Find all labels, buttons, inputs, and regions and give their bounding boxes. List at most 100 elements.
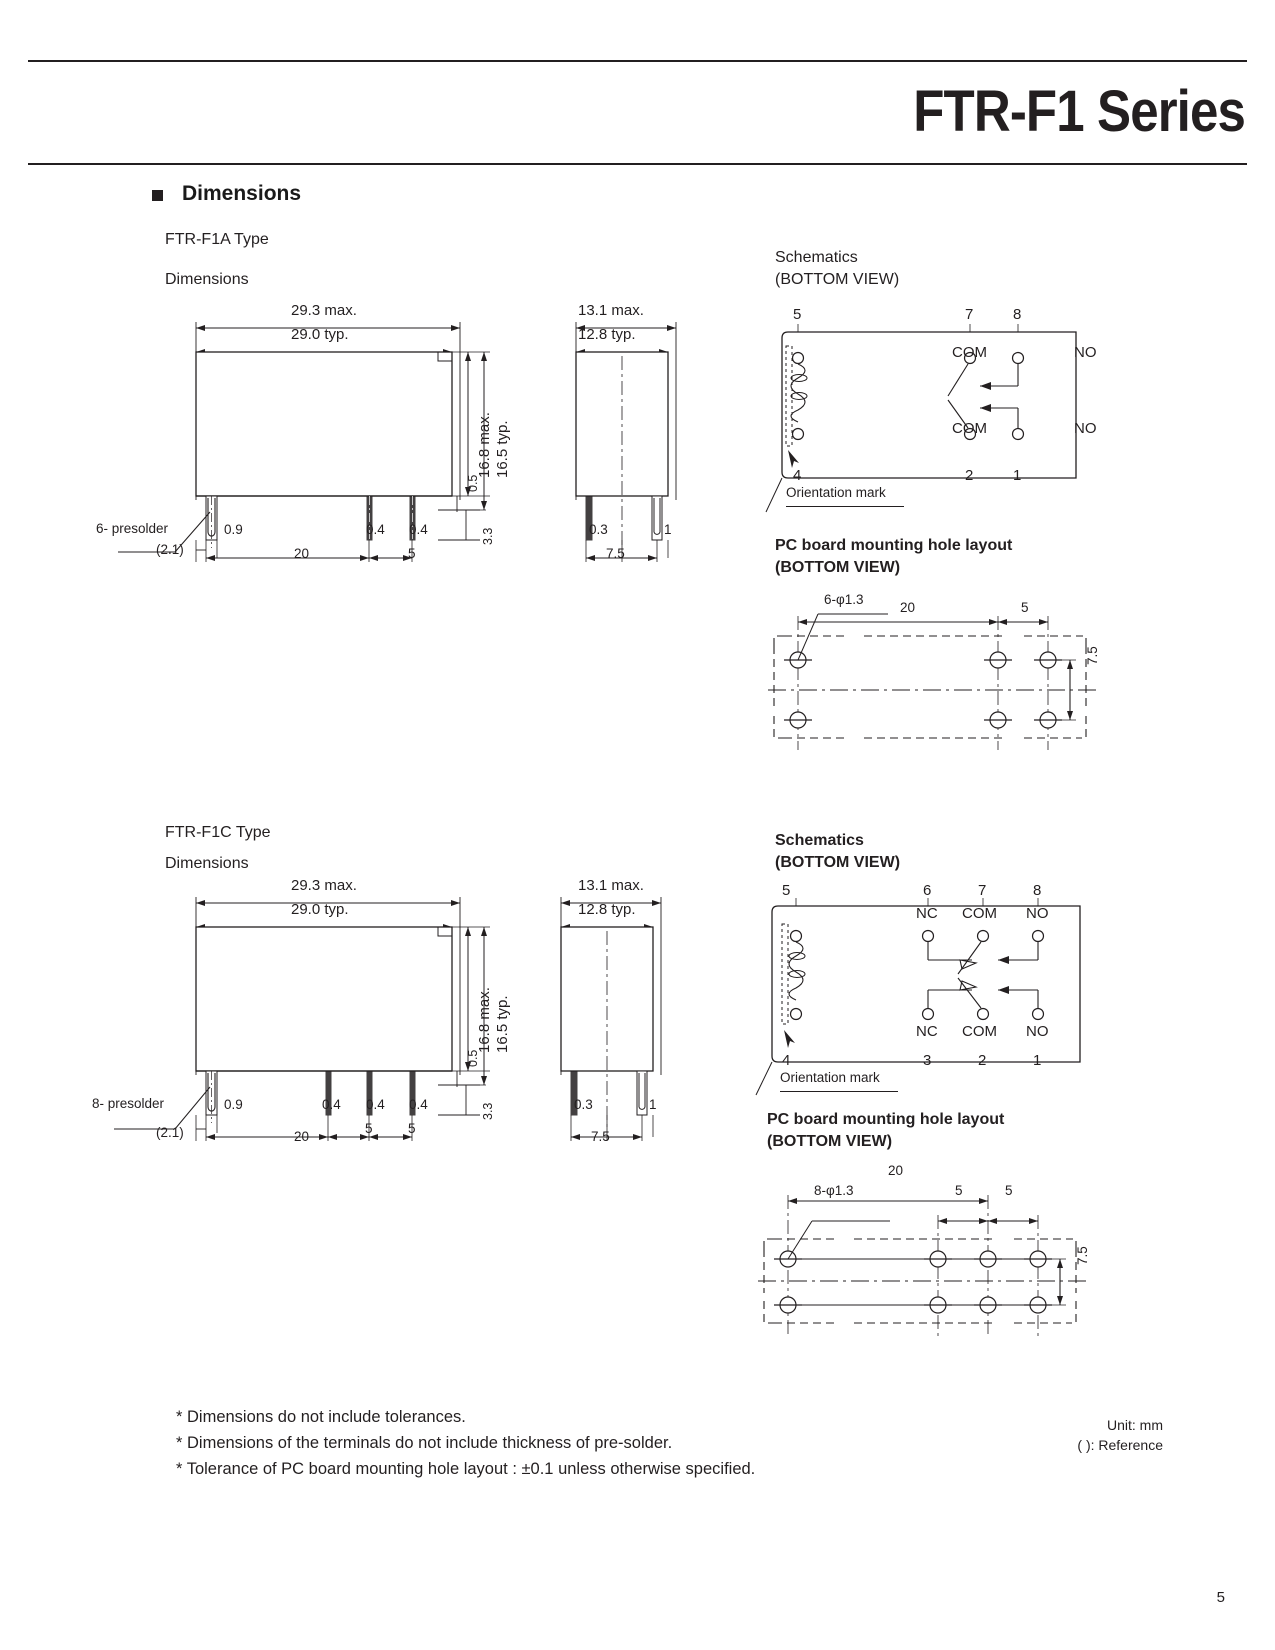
f1c-pin-bottom-3: 1 — [1033, 1052, 1042, 1069]
f1c-pin-length: 3.3 — [481, 1102, 495, 1120]
f1a-front-view-drawing — [118, 322, 490, 562]
f1c-pin-top-3: 8 — [1033, 882, 1042, 899]
f1a-side-edge-dim: 1 — [664, 522, 672, 537]
unit-note-0: Unit: mm — [1107, 1417, 1163, 1433]
f1c-pin-bottom-2: 2 — [978, 1052, 987, 1069]
f1c-pin-bottom-0: 4 — [782, 1052, 791, 1069]
f1a-width-max: 29.3 max. — [291, 302, 357, 319]
f1c-schematic-drawing — [755, 898, 1081, 1096]
f1c-pcb-dim-sub-2: 5 — [1005, 1183, 1013, 1198]
f1a-presolder-ref: (2.1) — [156, 542, 184, 557]
f1a-pcb-title-1: PC board mounting hole layout — [775, 537, 1013, 554]
f1c-contact-no-top: NO — [1026, 905, 1049, 922]
f1a-pcb-dim-vertical: 7.5 — [1085, 646, 1100, 665]
f1a-pin-bottom-0: 4 — [793, 467, 802, 484]
f1a-pin-width-2: 0.4 — [409, 522, 428, 537]
f1a-contact-no-top: NO — [1074, 344, 1097, 361]
f1a-pin-length: 3.3 — [481, 527, 495, 545]
header-rule-top — [28, 60, 1247, 62]
f1c-pcb-dim-main: 20 — [888, 1163, 904, 1178]
f1c-pin-width-3: 0.4 — [409, 1097, 428, 1112]
f1a-pcb-dim-sub: 5 — [1021, 600, 1029, 615]
f1a-pin-width-0: 0.9 — [224, 522, 243, 537]
page-number: 5 — [1216, 1589, 1225, 1606]
f1c-pcb-hole-spec: 8-φ1.3 — [814, 1183, 854, 1198]
f1a-schematic-title-2: (BOTTOM VIEW) — [775, 271, 900, 288]
f1c-pcb-dim-sub-1: 5 — [955, 1183, 963, 1198]
f1c-pin-top-0: 5 — [782, 882, 791, 899]
f1a-side-pin-width: 0.3 — [589, 522, 608, 537]
unit-note-1: ( ): Reference — [1077, 1437, 1163, 1453]
f1a-pcb-title-2: (BOTTOM VIEW) — [775, 559, 901, 576]
f1c-contact-com-top: COM — [962, 905, 997, 922]
f1c-orientation-underline — [780, 1091, 898, 1092]
f1c-pin-top-2: 7 — [978, 882, 987, 899]
f1c-side-width-typ: 12.8 typ. — [578, 901, 636, 918]
f1c-pcb-title-2: (BOTTOM VIEW) — [767, 1133, 893, 1150]
f1c-pin-bottom-1: 3 — [923, 1052, 932, 1069]
f1a-pin-top-0: 5 — [793, 306, 802, 323]
f1c-width-max: 29.3 max. — [291, 877, 357, 894]
f1c-presolder-ref: (2.1) — [156, 1125, 184, 1140]
f1a-side-width-typ: 12.8 typ. — [578, 326, 636, 343]
f1c-dimensions-label: Dimensions — [165, 855, 249, 872]
f1c-pin-width-0: 0.9 — [224, 1097, 243, 1112]
f1c-pitch-sub-1: 5 — [365, 1121, 373, 1136]
f1a-schematic-title-1: Schematics — [775, 249, 858, 266]
page-title: FTR-F1 Series — [913, 79, 1246, 144]
f1c-height-max: 16.8 max. — [476, 987, 493, 1053]
note-0: * Dimensions do not include tolerances. — [176, 1408, 466, 1426]
f1a-height-typ: 16.5 typ. — [494, 420, 511, 478]
f1c-pcb-drawing — [758, 1195, 1086, 1337]
f1c-pcb-title-1: PC board mounting hole layout — [767, 1111, 1005, 1128]
f1a-dimensions-label: Dimensions — [165, 271, 249, 288]
header-rule-bottom — [28, 163, 1247, 165]
f1c-type-label: FTR-F1C Type — [165, 824, 271, 841]
f1a-contact-com-top: COM — [952, 344, 987, 361]
f1c-contact-com-bottom: COM — [962, 1023, 997, 1040]
f1a-contact-com-bottom: COM — [952, 420, 987, 437]
f1c-width-typ: 29.0 typ. — [291, 901, 349, 918]
f1a-step-small: 0.5 — [466, 474, 480, 492]
note-2: * Tolerance of PC board mounting hole la… — [176, 1460, 756, 1478]
f1a-pitch-sub: 5 — [408, 546, 416, 561]
section-bullet-icon — [152, 190, 163, 201]
f1a-pcb-dim-main: 20 — [900, 600, 916, 615]
f1c-pitch-main: 20 — [294, 1129, 310, 1144]
f1c-pin-width-1: 0.4 — [322, 1097, 341, 1112]
f1c-schematic-title-2: (BOTTOM VIEW) — [775, 854, 901, 871]
f1c-pin-top-1: 6 — [923, 882, 932, 899]
f1a-height-max: 16.8 max. — [476, 412, 493, 478]
f1c-contact-nc-top: NC — [916, 905, 938, 922]
f1a-pcb-drawing — [768, 613, 1096, 750]
f1a-side-pitch: 7.5 — [606, 546, 625, 561]
f1c-schematic-title-1: Schematics — [775, 832, 864, 849]
f1a-pcb-hole-spec: 6-φ1.3 — [824, 592, 864, 607]
f1a-presolder-note: 6- presolder — [96, 521, 169, 536]
f1c-pin-width-2: 0.4 — [366, 1097, 385, 1112]
f1c-contact-nc-bottom: NC — [916, 1023, 938, 1040]
f1c-side-pin-width: 0.3 — [574, 1097, 593, 1112]
f1c-presolder-note: 8- presolder — [92, 1096, 165, 1111]
f1c-side-pitch: 7.5 — [591, 1129, 610, 1144]
note-1: * Dimensions of the terminals do not inc… — [176, 1434, 673, 1452]
f1a-contact-no-bottom: NO — [1074, 420, 1097, 437]
f1a-pin-bottom-1: 2 — [965, 467, 974, 484]
f1c-step-small: 0.5 — [466, 1049, 480, 1067]
f1c-side-edge-dim: 1 — [649, 1097, 657, 1112]
f1a-pin-top-1: 7 — [965, 306, 974, 323]
f1a-pin-width-1: 0.4 — [366, 522, 385, 537]
f1c-side-view-drawing — [560, 897, 662, 1141]
f1a-schematic-drawing — [765, 324, 1077, 513]
section-heading: Dimensions — [182, 182, 302, 205]
f1a-orientation-underline — [786, 506, 904, 507]
f1a-pin-bottom-2: 1 — [1013, 467, 1022, 484]
f1c-pitch-sub-2: 5 — [408, 1121, 416, 1136]
f1a-width-typ: 29.0 typ. — [291, 326, 349, 343]
f1a-side-width-max: 13.1 max. — [578, 302, 644, 319]
f1a-side-view-drawing — [575, 322, 677, 562]
f1c-contact-no-bottom: NO — [1026, 1023, 1049, 1040]
f1c-pcb-dim-vertical: 7.5 — [1075, 1246, 1090, 1265]
f1a-orientation-mark-label: Orientation mark — [786, 485, 886, 500]
